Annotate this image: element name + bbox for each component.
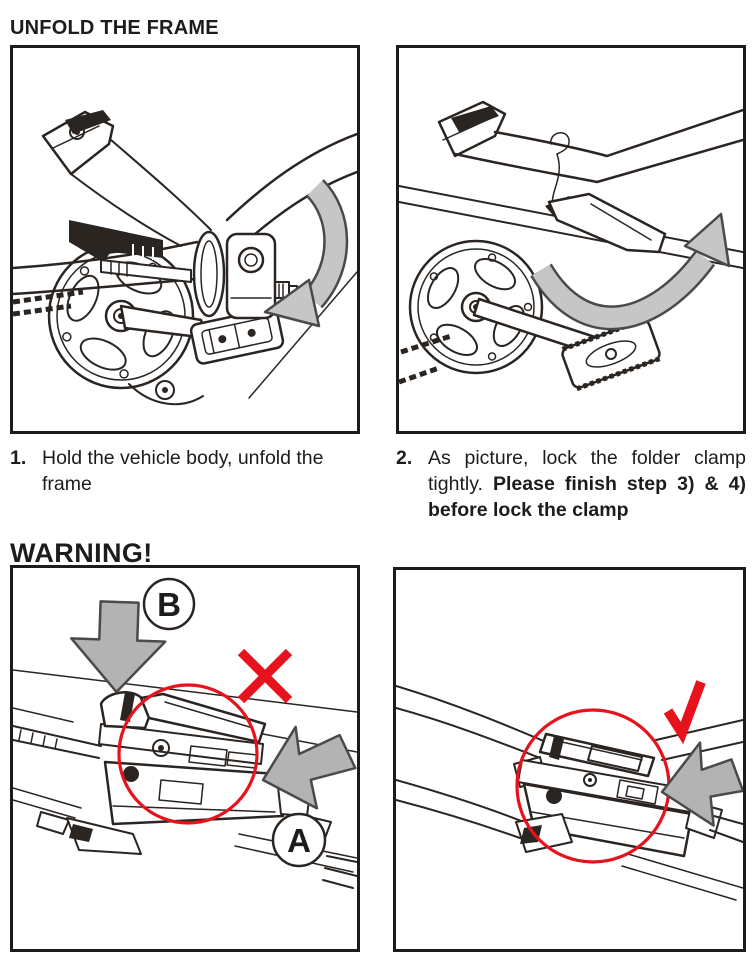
bicycle-clamp-open-drawing: [399, 100, 743, 392]
push-left-arrow-icon: [261, 725, 357, 810]
push-down-arrow-icon: [70, 600, 167, 694]
red-focus-circle: [117, 683, 259, 825]
figure-step2-lock-clamp: [396, 45, 746, 434]
cross-icon: [237, 648, 293, 704]
label-a-badge: A: [271, 812, 327, 868]
figure-warning-wrong: B A: [10, 565, 360, 952]
step1-text-regular: Hold the vehicle body, unfold the frame: [42, 447, 324, 495]
warning-heading: WARNING!: [10, 538, 153, 569]
figure-step1-unfold-frame: [10, 45, 360, 434]
label-b-badge: B: [142, 577, 196, 631]
step1-text: Hold the vehicle body, unfold the frame: [42, 446, 360, 498]
clamp-correct-way-drawing: [396, 680, 743, 901]
folder-clamp-lever-drawing: [545, 192, 667, 254]
folded-seat-bracket: [437, 100, 507, 158]
step1-caption: 1. Hold the vehicle body, unfold the fra…: [10, 446, 360, 498]
clamp-wrong-way-drawing: B A: [13, 577, 357, 889]
step2-caption: 2. As picture, lock the folder clamp tig…: [396, 446, 746, 524]
step2-number: 2.: [396, 447, 413, 469]
folding-hinge-drawing: [69, 220, 298, 320]
rotate-arrow-icon: [263, 179, 349, 328]
check-icon: [663, 680, 706, 745]
label-a: A: [287, 822, 311, 859]
rotate-arrow-icon: [530, 212, 731, 331]
label-b: B: [157, 586, 181, 623]
clamp-open-drawing: [36, 691, 332, 855]
cable-drawing: [550, 132, 570, 155]
bicycle-crank-hinge-drawing: [13, 110, 357, 406]
page-title: UNFOLD THE FRAME: [10, 17, 219, 40]
push-left-arrow-icon: [660, 741, 743, 827]
figure-warning-correct: [393, 567, 746, 952]
pedal-drawing: [561, 316, 661, 392]
crankset-drawing: [47, 242, 210, 390]
step2-text-regular: As picture, lock the folder clamp tightl…: [428, 447, 746, 495]
step2-text-bold: Please finish step 3) & 4) before lock t…: [428, 472, 746, 521]
step1-number: 1.: [10, 447, 27, 469]
step2-text: As picture, lock the folder clamp tightl…: [428, 446, 746, 524]
